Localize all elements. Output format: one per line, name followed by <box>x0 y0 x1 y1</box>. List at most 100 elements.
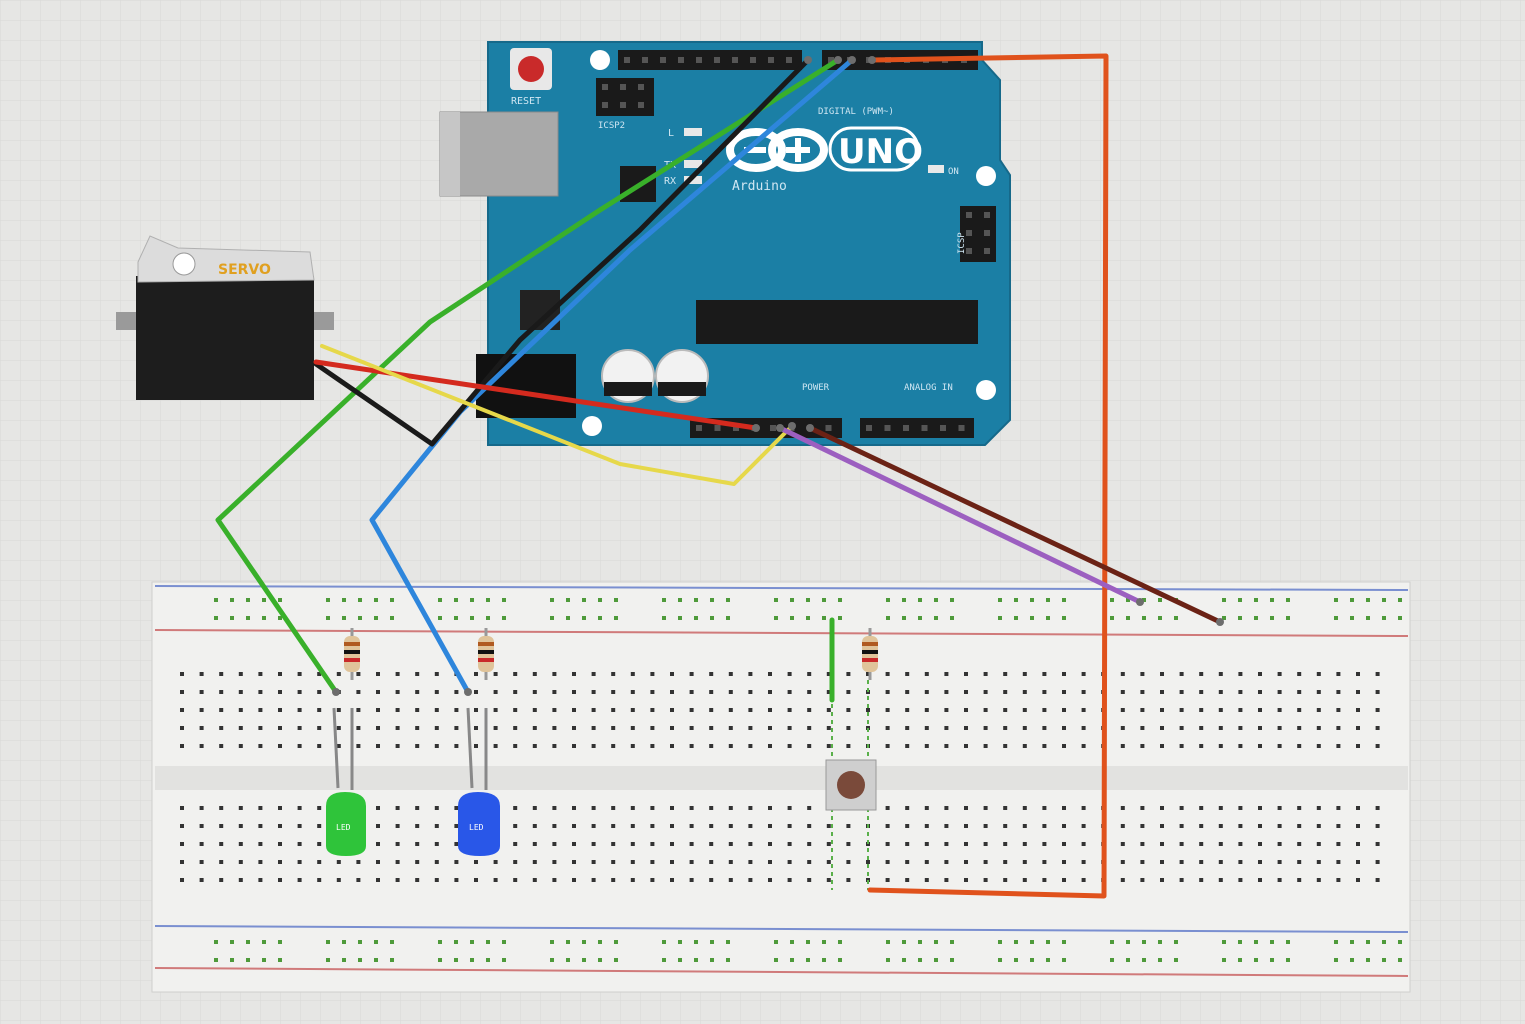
breadboard-hole <box>1081 690 1086 694</box>
breadboard-hole <box>846 690 851 694</box>
breadboard-hole <box>572 860 576 864</box>
breadboard-hole <box>1030 616 1034 620</box>
breadboard-hole <box>1316 744 1321 748</box>
breadboard-hole <box>768 690 772 694</box>
breadboard-hole <box>689 806 694 810</box>
header-pin <box>768 57 774 63</box>
breadboard-hole <box>336 726 341 730</box>
breadboard-hole <box>846 726 851 730</box>
breadboard-hole <box>1140 806 1145 810</box>
header-pin <box>984 212 990 218</box>
breadboard-hole <box>598 598 602 602</box>
breadboard-hole <box>806 958 810 962</box>
led-blue[interactable]: LED <box>458 707 500 856</box>
breadboard-hole <box>822 958 826 962</box>
breadboard-hole <box>1046 940 1050 944</box>
breadboard-hole <box>493 744 498 748</box>
breadboard-hole <box>670 744 674 748</box>
wire-green[interactable] <box>215 57 841 695</box>
breadboard-hole <box>611 878 616 882</box>
wire-orange[interactable] <box>867 53 1109 899</box>
servo-body <box>136 276 314 400</box>
breadboard-hole <box>219 672 224 676</box>
breadboard-hole <box>434 842 439 846</box>
breadboard-hole <box>532 672 537 676</box>
breadboard-hole <box>317 744 322 748</box>
breadboard-hole <box>885 726 890 730</box>
breadboard-hole <box>806 940 810 944</box>
breadboard-hole <box>726 958 730 962</box>
breadboard-hole <box>1375 708 1380 712</box>
breadboard-hole <box>826 860 831 864</box>
breadboard-hole <box>1258 806 1262 810</box>
breadboard-hole <box>650 824 655 828</box>
breadboard-hole <box>1316 726 1321 730</box>
wire-purple[interactable] <box>777 425 1143 605</box>
breadboard-hole <box>1042 824 1047 828</box>
breadboard-hole <box>1297 726 1302 730</box>
breadboard-hole <box>1081 824 1086 828</box>
breadboard-channel <box>155 766 1408 790</box>
breadboard-hole <box>278 744 282 748</box>
reset-button-cap[interactable] <box>518 56 544 82</box>
push-button-cap[interactable] <box>837 771 865 799</box>
breadboard-hole <box>885 708 890 712</box>
resistor-2[interactable] <box>478 628 494 680</box>
resistor-1[interactable] <box>344 628 360 680</box>
arduino-pcb <box>487 41 1011 446</box>
led-green[interactable]: LED <box>326 707 366 856</box>
breadboard-hole <box>1003 708 1008 712</box>
breadboard-hole <box>1350 940 1354 944</box>
breadboard-hole <box>630 708 635 712</box>
breadboard-hole <box>886 598 890 602</box>
servo-motor[interactable]: SERVO <box>116 235 334 400</box>
breadboard-hole <box>238 672 243 676</box>
breadboard-hole <box>983 842 988 846</box>
wire-yellow[interactable] <box>320 344 794 486</box>
atmega-chip <box>696 300 978 344</box>
breadboard-hole <box>1160 824 1164 828</box>
arduino-board[interactable]: RESET ICSP2 DIGITAL (PWM~) TX RX L UNO A… <box>439 41 1011 446</box>
breadboard-hole <box>964 842 968 846</box>
breadboard-hole <box>1030 598 1034 602</box>
breadboard-hole <box>470 940 474 944</box>
breadboard-hole <box>944 708 949 712</box>
breadboard-hole <box>513 708 518 712</box>
breadboard-hole <box>826 744 831 748</box>
breadboard-hole <box>1179 824 1184 828</box>
wire-black[interactable] <box>313 57 811 447</box>
breadboard-hole <box>395 842 400 846</box>
breadboard-hole <box>1140 690 1145 694</box>
breadboard-hole <box>180 860 184 864</box>
breadboard-hole <box>1142 598 1146 602</box>
breadboard-hole <box>1356 878 1360 882</box>
breadboard-hole <box>513 726 518 730</box>
breadboard-hole <box>944 806 949 810</box>
header-pin <box>966 212 972 218</box>
breadboard-hole <box>1081 842 1086 846</box>
breadboard-hole <box>470 616 474 620</box>
breadboard-hole <box>670 860 674 864</box>
breadboard-hole <box>650 878 655 882</box>
breadboard-hole <box>1258 842 1262 846</box>
breadboard-hole <box>180 744 184 748</box>
breadboard-hole <box>395 806 400 810</box>
push-button[interactable] <box>825 680 877 890</box>
resistor-3[interactable] <box>862 628 878 680</box>
breadboard-hole <box>748 878 753 882</box>
wire-brown[interactable] <box>807 425 1223 625</box>
breadboard-hole <box>983 726 988 730</box>
breadboard-hole <box>454 708 459 712</box>
breadboard-hole <box>614 598 618 602</box>
breadboard-hole <box>1366 940 1370 944</box>
breadboard-hole <box>1238 690 1243 694</box>
breadboard-hole <box>838 958 842 962</box>
breadboard[interactable] <box>151 581 1411 993</box>
breadboard-hole <box>1062 860 1066 864</box>
breadboard-hole <box>709 824 714 828</box>
breadboard-hole <box>1286 598 1290 602</box>
breadboard-hole <box>1336 842 1341 846</box>
breadboard-hole <box>748 842 753 846</box>
breadboard-hole <box>1316 672 1321 676</box>
servo-label: SERVO <box>218 262 271 278</box>
